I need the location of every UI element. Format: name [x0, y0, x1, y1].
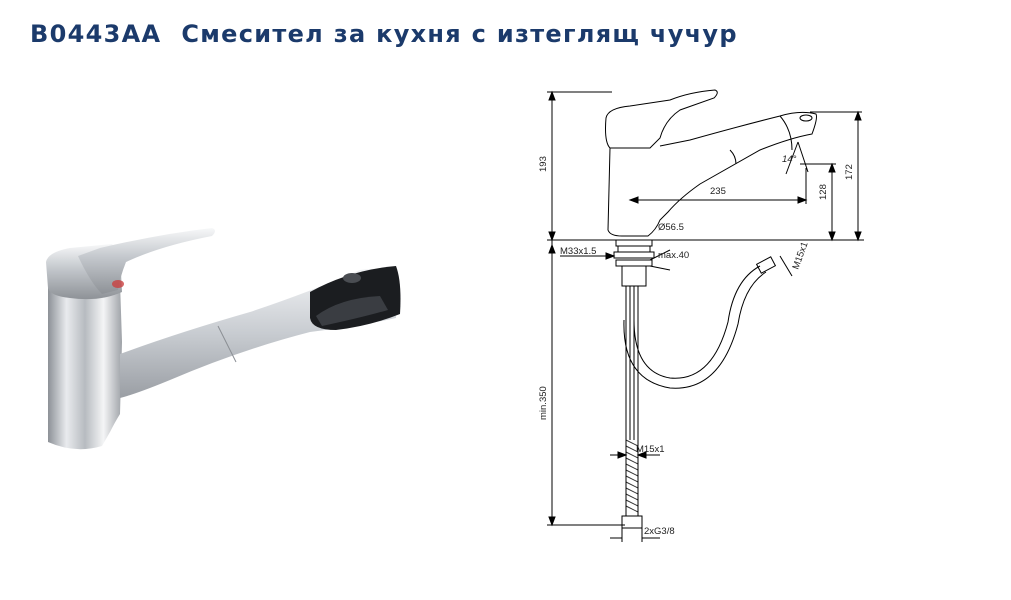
dim-hose-thread-bottom: M15x1: [636, 444, 665, 455]
dim-hose-length: min.350: [538, 386, 549, 420]
dim-thread: M33x1.5: [560, 246, 596, 257]
product-name: Смесител за кухня с изтеглящ чучур: [181, 20, 738, 48]
product-code: B0443AA: [30, 20, 162, 48]
dim-base-diameter: Ø56.5: [658, 222, 684, 233]
dim-total-height: 193: [538, 156, 549, 172]
dim-deck-thickness: max.40: [658, 250, 689, 261]
dim-connections: 2xG3/8: [644, 526, 675, 537]
dim-angle: 14°: [782, 154, 797, 165]
technical-drawing: 193 172 128 235 14° Ø56.5 M33x1.5 max.40…: [538, 89, 864, 542]
dim-outlet-height: 128: [818, 184, 829, 200]
dim-hose-thread-top: M15x1: [790, 240, 810, 271]
dim-spout-height: 172: [844, 164, 855, 180]
product-title: B0443AA Смесител за кухня с изтеглящ чучу…: [30, 20, 738, 48]
faucet-photo: [46, 228, 401, 450]
dim-reach: 235: [710, 186, 726, 197]
